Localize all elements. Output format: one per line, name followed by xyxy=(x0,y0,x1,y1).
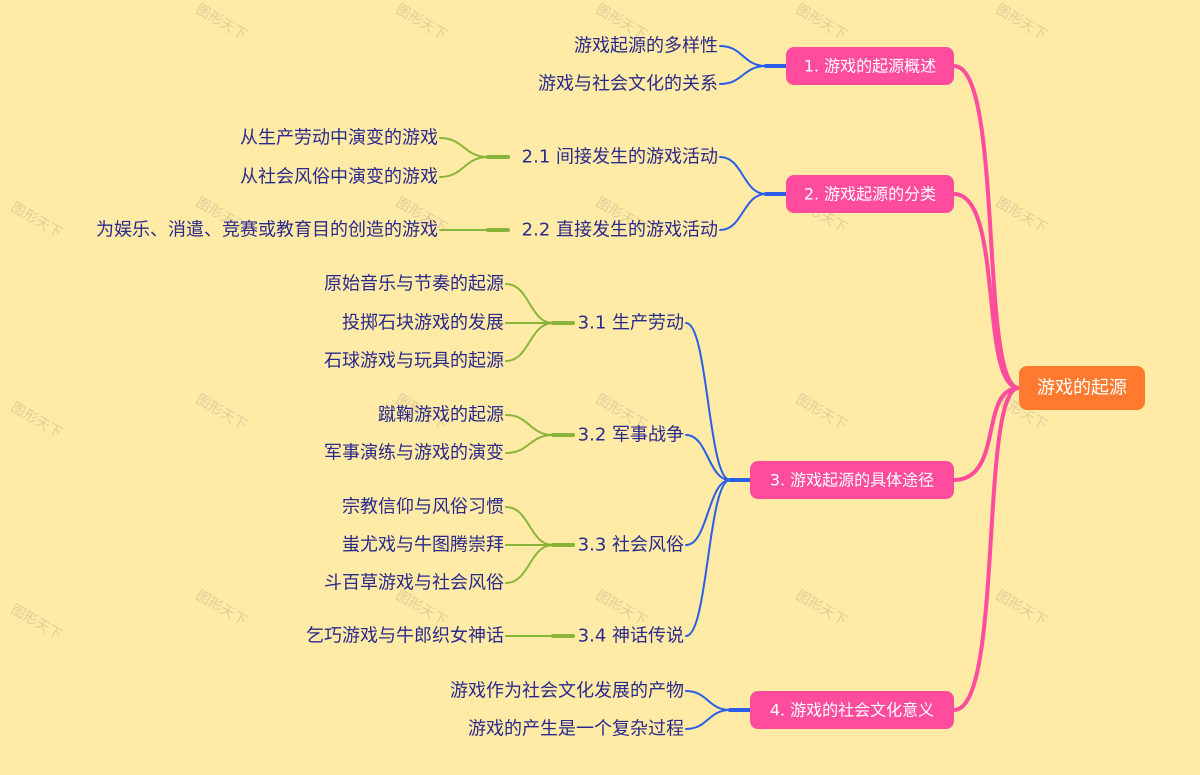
leaf-node: 宗教信仰与风俗习惯 xyxy=(342,497,504,518)
subtopic-node: 2.2 直接发生的游戏活动 xyxy=(522,220,718,241)
leaf-node: 投掷石块游戏的发展 xyxy=(342,313,504,334)
watermark-text: 图形天下 xyxy=(8,602,64,644)
watermark-text: 图形天下 xyxy=(993,195,1049,237)
watermark-text: 图形天下 xyxy=(993,588,1049,630)
connector-line xyxy=(685,479,731,637)
leaf-node: 从生产劳动中演变的游戏 xyxy=(240,128,438,149)
leaf-node: 斗百草游戏与社会风俗 xyxy=(324,573,504,594)
watermark-text: 图形天下 xyxy=(193,392,249,434)
subtopic-node: 2.1 间接发生的游戏活动 xyxy=(522,147,718,168)
connector-line xyxy=(439,137,489,158)
watermark-text: 图形天下 xyxy=(793,392,849,434)
root-connector xyxy=(952,386,1021,482)
connector-line xyxy=(719,193,767,231)
topic-node-2-box xyxy=(786,175,954,213)
leaf-node: 蹴鞠游戏的起源 xyxy=(378,405,504,426)
topic-node-3[interactable]: 3. 游戏起源的具体途径 xyxy=(750,461,954,499)
root-node-label: 游戏的起源 xyxy=(1037,378,1127,399)
topic-node-1-box xyxy=(786,47,954,85)
leaf-node: 乞巧游戏与牛郎织女神话 xyxy=(306,626,504,647)
connector-line xyxy=(685,322,731,481)
leaf-node: 游戏起源的多样性 xyxy=(574,36,718,57)
connector-line xyxy=(685,690,731,711)
subtopic-node: 3.1 生产劳动 xyxy=(578,313,684,334)
leaf-node: 蚩尤戏与牛图腾崇拜 xyxy=(342,535,504,556)
connector-line xyxy=(505,434,554,454)
topic-node-2-label: 2. 游戏起源的分类 xyxy=(804,185,936,204)
watermark-text: 图形天下 xyxy=(8,200,64,242)
connector-line xyxy=(719,65,767,85)
root-connector xyxy=(952,192,1021,390)
watermark-text: 图形天下 xyxy=(793,2,849,44)
watermark-text: 图形天下 xyxy=(393,588,449,630)
watermark-text: 图形天下 xyxy=(193,588,249,630)
topic-node-3-label: 3. 游戏起源的具体途径 xyxy=(770,471,934,490)
leaf-node: 游戏的产生是一个复杂过程 xyxy=(468,719,684,740)
root-connector xyxy=(952,64,1021,390)
subtopic-node: 3.3 社会风俗 xyxy=(578,535,684,556)
root-connector xyxy=(952,386,1021,712)
watermark-text: 图形天下 xyxy=(393,2,449,44)
topic-node-1[interactable]: 1. 游戏的起源概述 xyxy=(786,47,954,85)
watermark-text: 图形天下 xyxy=(793,588,849,630)
watermark-text: 图形天下 xyxy=(8,400,64,442)
root-node-box xyxy=(1019,366,1145,410)
topic-node-2[interactable]: 2. 游戏起源的分类 xyxy=(786,175,954,213)
watermark-text: 图形天下 xyxy=(993,2,1049,44)
connector-line xyxy=(505,322,554,362)
topic-node-4-box xyxy=(750,691,954,729)
watermark-text: 图形天下 xyxy=(193,2,249,44)
connector-line xyxy=(439,156,489,178)
connector-line xyxy=(685,434,731,481)
leaf-node: 从社会风俗中演变的游戏 xyxy=(240,167,438,188)
connector-line xyxy=(505,544,554,584)
subtopic-node: 3.4 神话传说 xyxy=(578,626,684,647)
root-node[interactable]: 游戏的起源 xyxy=(1019,366,1145,410)
subtopic-node: 3.2 军事战争 xyxy=(578,425,684,446)
connector-line xyxy=(505,506,554,546)
connector-layer xyxy=(439,45,1021,730)
connector-line xyxy=(505,283,554,324)
topic-node-4-label: 4. 游戏的社会文化意义 xyxy=(770,701,934,720)
leaf-node: 游戏作为社会文化发展的产物 xyxy=(450,681,684,702)
watermark-text: 图形天下 xyxy=(593,588,649,630)
leaf-node: 游戏与社会文化的关系 xyxy=(538,74,718,95)
connector-line xyxy=(685,479,731,546)
topic-node-3-box xyxy=(750,461,954,499)
leaf-node: 为娱乐、消遣、竞赛或教育目的创造的游戏 xyxy=(96,220,438,241)
topic-node-1-label: 1. 游戏的起源概述 xyxy=(804,57,936,76)
connector-line xyxy=(719,45,767,67)
leaf-node: 石球游戏与玩具的起源 xyxy=(324,351,504,372)
topic-node-4[interactable]: 4. 游戏的社会文化意义 xyxy=(750,691,954,729)
leaf-node: 军事演练与游戏的演变 xyxy=(324,443,504,464)
connector-line xyxy=(719,156,767,195)
leaf-node: 原始音乐与节奏的起源 xyxy=(324,274,504,295)
connector-line xyxy=(505,414,554,436)
connector-line xyxy=(685,709,731,730)
